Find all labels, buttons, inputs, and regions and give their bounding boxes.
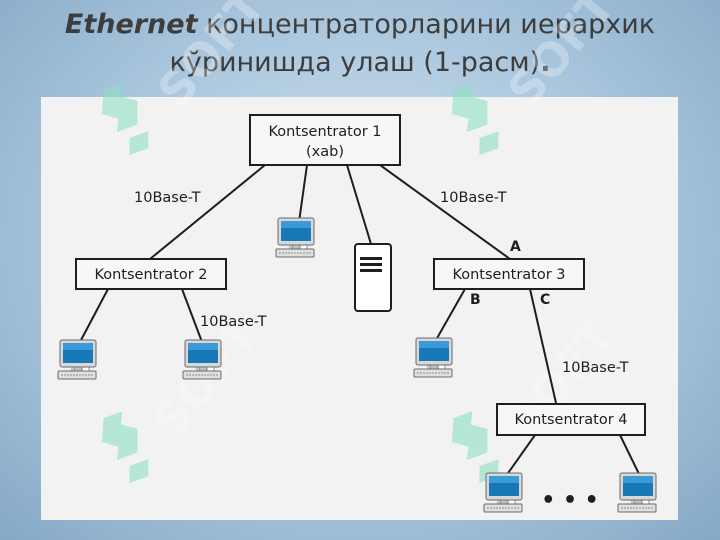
desktop-computer-icon <box>182 339 222 380</box>
port-label-c: C <box>540 292 550 308</box>
hub-3: Kontsentrator 3 <box>433 258 585 290</box>
link-hub3-hub4 <box>529 288 557 404</box>
slide-title: Ethernet концентраторларини иерархик кўр… <box>0 6 720 82</box>
hub-3-label: Kontsentrator 3 <box>452 267 565 283</box>
link-hub4-pc1 <box>505 434 536 477</box>
hub-4: Kontsentrator 4 <box>496 403 646 436</box>
server-tower-icon <box>354 243 392 312</box>
s-logo-icon <box>94 408 154 488</box>
s-logo-icon <box>444 80 504 160</box>
link-label-hub2-pc: 10Base-T <box>200 314 267 330</box>
hub-1-label: Kontsentrator 1 <box>268 124 381 140</box>
s-logo-icon <box>94 80 154 160</box>
link-hub2-pc2 <box>181 288 203 343</box>
desktop-computer-icon <box>413 337 453 378</box>
link-label-left: 10Base-T <box>134 190 201 206</box>
link-label-hub3-hub4: 10Base-T <box>562 360 629 376</box>
hub-2: Kontsentrator 2 <box>75 258 227 290</box>
desktop-computer-icon <box>57 339 97 380</box>
link-hub1-hub3 <box>379 164 511 260</box>
link-hub1-server <box>346 164 372 245</box>
port-label-a: A <box>510 239 521 255</box>
hub-4-label: Kontsentrator 4 <box>514 412 627 428</box>
watermark-text: SOFT <box>497 0 626 117</box>
link-label-right: 10Base-T <box>440 190 507 206</box>
hub-1-sublabel: (xab) <box>306 144 344 160</box>
link-hub2-pc1 <box>79 288 109 343</box>
more-devices-ellipsis: • • • <box>541 488 599 513</box>
watermark-text: SOFT <box>147 0 276 117</box>
link-layer <box>79 164 641 477</box>
port-label-b: B <box>470 292 481 308</box>
desktop-computer-icon <box>617 472 657 513</box>
title-line-2-end: . <box>540 47 551 78</box>
link-hub3-pc <box>435 288 466 341</box>
title-line-1-rest: концентраторларини иерархик <box>197 9 656 40</box>
link-hub4-pc2 <box>619 434 641 477</box>
desktop-computer-icon <box>483 472 523 513</box>
hub-1: Kontsentrator 1 (xab) <box>249 114 401 166</box>
title-line-2: кўринишда улаш (1-расм). <box>0 44 720 82</box>
link-hub1-hub2 <box>149 164 266 260</box>
desktop-computer-icon <box>275 217 315 258</box>
link-hub1-pc <box>298 164 308 223</box>
hub-2-label: Kontsentrator 2 <box>94 267 207 283</box>
title-line-2-text: кўринишда улаш (1-расм) <box>169 47 541 78</box>
title-brand: Ethernet <box>64 9 198 40</box>
title-line-1: Ethernet концентраторларини иерархик <box>0 6 720 44</box>
